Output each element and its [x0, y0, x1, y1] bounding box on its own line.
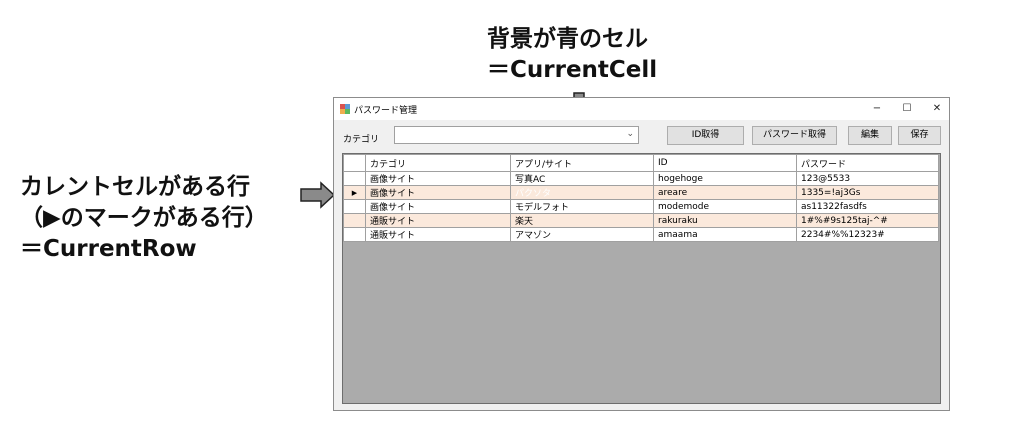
- right-arrow-icon: [300, 181, 336, 209]
- table-cell[interactable]: 123@5533: [796, 171, 939, 186]
- datagrid-table: カテゴリ アプリ/サイト ID パスワード 画像サイト 写真AC hogehog…: [343, 154, 939, 242]
- window-title: パスワード管理: [354, 106, 418, 116]
- table-cell[interactable]: 通販サイト: [365, 213, 511, 228]
- table-cell[interactable]: 1335=!aj3Gs: [796, 185, 939, 200]
- table-row[interactable]: 通販サイト 楽天 rakuraku 1#%#9s125taj-^#: [343, 213, 939, 228]
- table-cell[interactable]: 画像サイト: [365, 199, 511, 214]
- current-row-annotation-line1: カレントセルがある行: [20, 174, 250, 200]
- table-cell[interactable]: areare: [653, 185, 797, 200]
- table-cell[interactable]: rakuraku: [653, 213, 797, 228]
- password-manager-window: パスワード管理 − ☐ ✕ カテゴリ ⌄ ID取得 パスワード取得 編集 保存 …: [333, 97, 950, 411]
- table-row[interactable]: 通販サイト アマゾン amaama 2234#%%12323#: [343, 227, 939, 242]
- table-cell[interactable]: アマゾン: [510, 227, 654, 242]
- table-cell[interactable]: modemode: [653, 199, 797, 214]
- table-cell[interactable]: amaama: [653, 227, 797, 242]
- column-header-password[interactable]: パスワード: [796, 154, 939, 172]
- current-row-annotation-line3: ＝CurrentRow: [20, 236, 197, 262]
- table-cell[interactable]: hogehoge: [653, 171, 797, 186]
- table-cell[interactable]: 画像サイト: [365, 185, 511, 200]
- current-cell-annotation-line1: 背景が青のセル: [487, 26, 648, 52]
- column-header-row: カテゴリ アプリ/サイト ID パスワード: [343, 154, 939, 172]
- column-header-id[interactable]: ID: [653, 154, 797, 172]
- row-header[interactable]: [343, 171, 366, 186]
- current-row-annotation: カレントセルがある行 （▶のマークがある行） ＝CurrentRow: [20, 172, 268, 265]
- current-cell[interactable]: パクソタ: [510, 185, 654, 200]
- table-cell[interactable]: as11322fasdfs: [796, 199, 939, 214]
- top-left-header-cell[interactable]: [343, 154, 366, 172]
- category-combobox[interactable]: ⌄: [394, 126, 639, 144]
- minimize-button[interactable]: −: [872, 103, 882, 114]
- current-row[interactable]: ▶ 画像サイト パクソタ areare 1335=!aj3Gs: [343, 185, 939, 200]
- table-cell[interactable]: モデルフォト: [510, 199, 654, 214]
- table-cell[interactable]: 写真AC: [510, 171, 654, 186]
- password-datagrid[interactable]: カテゴリ アプリ/サイト ID パスワード 画像サイト 写真AC hogehog…: [342, 153, 941, 404]
- row-header[interactable]: [343, 199, 366, 214]
- table-row[interactable]: 画像サイト 写真AC hogehoge 123@5533: [343, 171, 939, 186]
- get-password-button[interactable]: パスワード取得: [752, 126, 837, 145]
- column-header-category[interactable]: カテゴリ: [365, 154, 511, 172]
- title-bar: パスワード管理 − ☐ ✕: [334, 98, 949, 120]
- row-header[interactable]: [343, 227, 366, 242]
- table-cell[interactable]: 通販サイト: [365, 227, 511, 242]
- get-id-button[interactable]: ID取得: [667, 126, 744, 145]
- current-cell-annotation: 背景が青のセル ＝CurrentCell: [487, 24, 657, 86]
- table-cell[interactable]: 画像サイト: [365, 171, 511, 186]
- app-icon: [340, 104, 350, 114]
- table-cell[interactable]: 1#%#9s125taj-^#: [796, 213, 939, 228]
- table-cell[interactable]: 楽天: [510, 213, 654, 228]
- close-button[interactable]: ✕: [932, 103, 942, 114]
- category-label: カテゴリ: [343, 135, 380, 145]
- current-row-marker[interactable]: ▶: [343, 185, 366, 200]
- column-header-app-site[interactable]: アプリ/サイト: [510, 154, 654, 172]
- maximize-button[interactable]: ☐: [902, 103, 912, 114]
- save-button[interactable]: 保存: [898, 126, 941, 145]
- edit-button[interactable]: 編集: [848, 126, 892, 145]
- table-cell[interactable]: 2234#%%12323#: [796, 227, 939, 242]
- current-row-annotation-line2: （▶のマークがある行）: [20, 205, 268, 231]
- current-cell-annotation-line2: ＝CurrentCell: [487, 57, 658, 83]
- chevron-down-icon[interactable]: ⌄: [626, 129, 634, 139]
- row-header[interactable]: [343, 213, 366, 228]
- table-row[interactable]: 画像サイト モデルフォト modemode as11322fasdfs: [343, 199, 939, 214]
